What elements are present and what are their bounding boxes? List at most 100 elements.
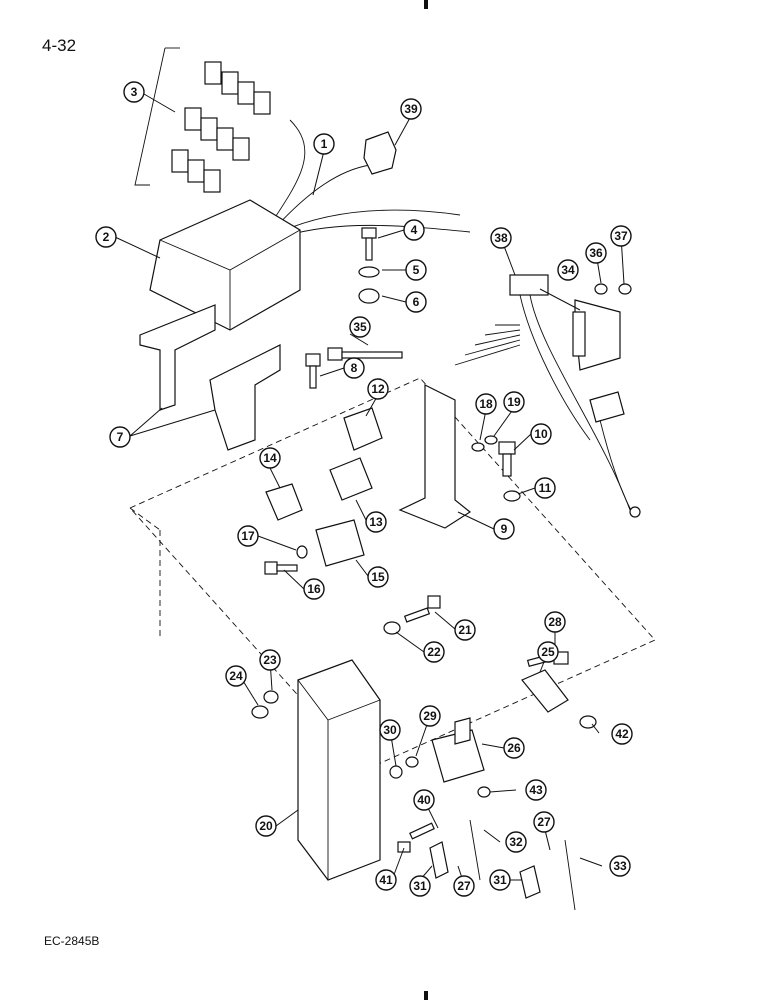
harness-and-module bbox=[454, 274, 641, 518]
svg-text:8: 8 bbox=[351, 361, 358, 375]
callout-15: 15 bbox=[367, 566, 389, 588]
svg-text:1: 1 bbox=[321, 137, 328, 151]
svg-text:36: 36 bbox=[589, 246, 603, 260]
svg-text:25: 25 bbox=[541, 645, 555, 659]
svg-text:39: 39 bbox=[404, 102, 418, 116]
callout-35: 35 bbox=[349, 316, 371, 338]
svg-text:41: 41 bbox=[379, 873, 393, 887]
fuse-box bbox=[297, 659, 381, 881]
page-number: 4-32 bbox=[42, 36, 77, 55]
svg-text:43: 43 bbox=[529, 783, 543, 797]
callout-1: 1 bbox=[313, 133, 335, 155]
svg-text:2: 2 bbox=[103, 230, 110, 244]
svg-text:33: 33 bbox=[613, 859, 627, 873]
callout-33: 33 bbox=[609, 855, 631, 877]
callout-41: 41 bbox=[375, 869, 397, 891]
svg-text:12: 12 bbox=[371, 382, 385, 396]
svg-text:24: 24 bbox=[229, 669, 243, 683]
svg-text:35: 35 bbox=[353, 320, 367, 334]
svg-text:40: 40 bbox=[417, 793, 431, 807]
callout-25: 25 bbox=[537, 641, 559, 663]
svg-text:31: 31 bbox=[413, 879, 427, 893]
callout-28: 28 bbox=[544, 611, 566, 633]
svg-text:18: 18 bbox=[479, 397, 493, 411]
relays bbox=[265, 407, 383, 567]
svg-text:17: 17 bbox=[241, 529, 255, 543]
svg-text:32: 32 bbox=[509, 835, 523, 849]
callout-21: 21 bbox=[454, 619, 476, 641]
figure-code: EC-2845B bbox=[44, 934, 100, 948]
svg-text:7: 7 bbox=[117, 430, 124, 444]
svg-text:14: 14 bbox=[263, 451, 277, 465]
top-register-mark bbox=[424, 0, 428, 9]
callout-13: 13 bbox=[365, 511, 387, 533]
svg-text:19: 19 bbox=[507, 395, 521, 409]
callout-38: 38 bbox=[490, 227, 512, 249]
callout-24: 24 bbox=[225, 665, 247, 687]
svg-text:38: 38 bbox=[494, 231, 508, 245]
svg-text:10: 10 bbox=[534, 427, 548, 441]
svg-text:13: 13 bbox=[369, 515, 383, 529]
svg-text:27: 27 bbox=[457, 879, 471, 893]
svg-text:15: 15 bbox=[371, 570, 385, 584]
svg-text:5: 5 bbox=[413, 263, 420, 277]
callout-12: 12 bbox=[367, 378, 389, 400]
svg-text:31: 31 bbox=[493, 873, 507, 887]
callout-43: 43 bbox=[525, 779, 547, 801]
svg-text:30: 30 bbox=[383, 723, 397, 737]
svg-text:37: 37 bbox=[614, 229, 628, 243]
callout-16: 16 bbox=[303, 578, 325, 600]
svg-text:22: 22 bbox=[427, 645, 441, 659]
svg-text:20: 20 bbox=[259, 819, 273, 833]
svg-text:6: 6 bbox=[413, 295, 420, 309]
callout-22: 22 bbox=[423, 641, 445, 663]
fasteners bbox=[251, 227, 597, 853]
callout-20: 20 bbox=[255, 815, 277, 837]
callout-4: 4 bbox=[403, 219, 425, 241]
circuit-breaker bbox=[431, 669, 569, 783]
callout-34: 34 bbox=[557, 259, 579, 281]
callout-6: 6 bbox=[405, 291, 427, 313]
svg-text:29: 29 bbox=[423, 709, 437, 723]
callout-42: 42 bbox=[611, 723, 633, 745]
svg-text:16: 16 bbox=[307, 582, 321, 596]
fuse-block bbox=[149, 199, 301, 331]
callout-7: 7 bbox=[109, 426, 131, 448]
callout-19: 19 bbox=[503, 391, 525, 413]
svg-text:9: 9 bbox=[501, 522, 508, 536]
callout-31-right: 31 bbox=[489, 869, 511, 891]
mounting-brackets bbox=[139, 304, 281, 451]
callout-32: 32 bbox=[505, 831, 527, 853]
mounting-panel bbox=[129, 377, 656, 860]
callout-3: 3 bbox=[123, 81, 145, 103]
svg-text:42: 42 bbox=[615, 727, 629, 741]
callout-17: 17 bbox=[237, 525, 259, 547]
callout-5: 5 bbox=[405, 259, 427, 281]
svg-text:26: 26 bbox=[507, 741, 521, 755]
callout-26: 26 bbox=[503, 737, 525, 759]
callout-37: 37 bbox=[610, 225, 632, 247]
svg-text:21: 21 bbox=[458, 623, 472, 637]
callout-11: 11 bbox=[534, 477, 556, 499]
callout-2: 2 bbox=[95, 226, 117, 248]
callout-40: 40 bbox=[413, 789, 435, 811]
callout-9: 9 bbox=[493, 518, 515, 540]
callout-10: 10 bbox=[530, 423, 552, 445]
fuse-set bbox=[134, 47, 271, 193]
svg-text:11: 11 bbox=[539, 481, 552, 495]
callout-29: 29 bbox=[419, 705, 441, 727]
callout-23: 23 bbox=[259, 649, 281, 671]
callout-18: 18 bbox=[475, 393, 497, 415]
callout-30: 30 bbox=[379, 719, 401, 741]
svg-text:23: 23 bbox=[263, 653, 277, 667]
callout-27-left: 27 bbox=[453, 875, 475, 897]
svg-text:4: 4 bbox=[411, 223, 418, 237]
bracket bbox=[398, 384, 472, 529]
callout-8: 8 bbox=[343, 357, 365, 379]
wiring-harness bbox=[269, 119, 471, 237]
svg-text:27: 27 bbox=[537, 815, 551, 829]
svg-text:34: 34 bbox=[561, 263, 575, 277]
callout-39: 39 bbox=[400, 98, 422, 120]
cable-terminals bbox=[429, 819, 576, 911]
